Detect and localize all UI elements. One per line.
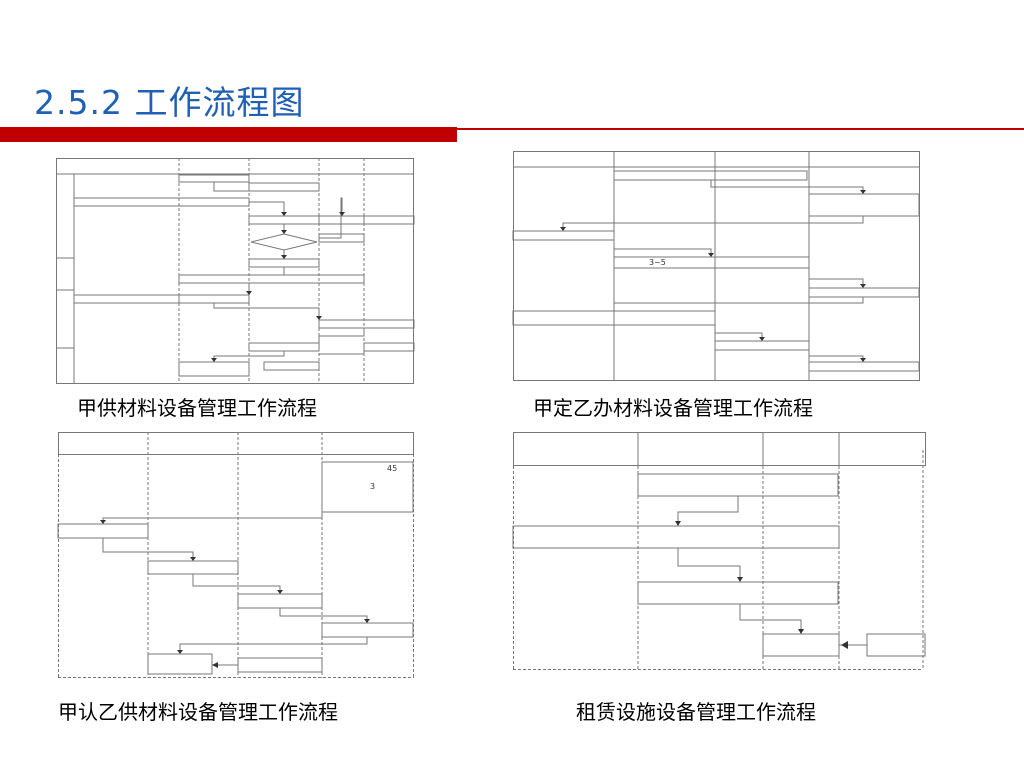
- title-red-line: [457, 128, 1024, 130]
- caption-diagram-1: 甲供材料设备管理工作流程: [77, 396, 317, 420]
- page-title: 2.5.2 工作流程图: [34, 83, 305, 122]
- flowchart-zu-lin-she-shi: [512, 432, 926, 670]
- caption-diagram-2: 甲定乙办材料设备管理工作流程: [533, 396, 813, 420]
- note-3-5: 3~5: [649, 258, 666, 267]
- title-red-bar: [0, 127, 457, 142]
- caption-diagram-4: 租赁设施设备管理工作流程: [576, 700, 816, 724]
- flowchart-jia-ren-yi-gong: 45 3: [57, 432, 414, 678]
- note-3: 3: [370, 482, 375, 491]
- caption-diagram-3: 甲认乙供材料设备管理工作流程: [58, 700, 338, 724]
- flowchart-jia-ding-yi-ban: 3~5: [512, 151, 920, 381]
- flowchart-jia-gong: [56, 158, 415, 384]
- note-45: 45: [387, 464, 397, 473]
